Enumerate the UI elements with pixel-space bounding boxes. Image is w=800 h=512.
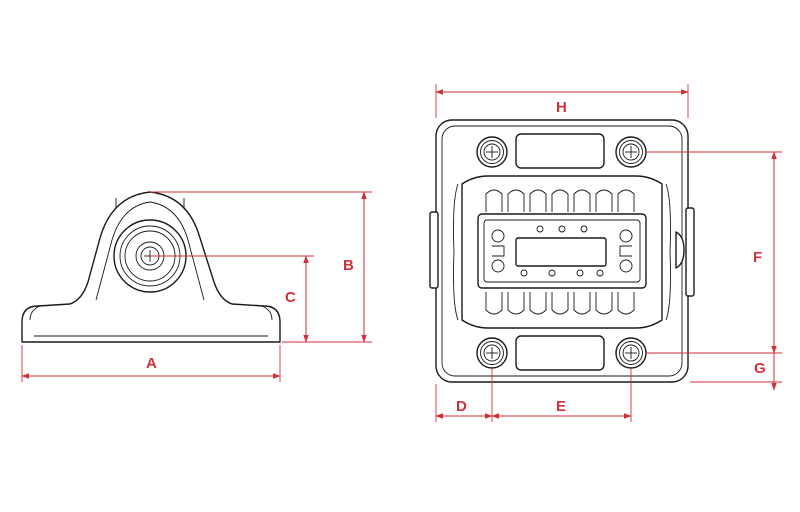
- dimension-f: F: [646, 151, 782, 354]
- dimension-label-h: H: [556, 99, 567, 116]
- bolt-bottom-left: [476, 337, 508, 369]
- side-view: [21, 191, 281, 343]
- dimension-label-e: E: [556, 398, 566, 415]
- dimension-e: E: [491, 368, 632, 422]
- bolt-top-left: [476, 136, 508, 168]
- dimension-label-g: G: [754, 360, 766, 377]
- dimension-label-c: C: [285, 289, 296, 306]
- dimension-a: A: [21, 345, 281, 382]
- bolt-bottom-right: [615, 337, 647, 369]
- dimension-label-a: A: [146, 355, 157, 372]
- dimension-d: D: [435, 368, 493, 422]
- slot-bottom: [515, 335, 605, 371]
- dimension-label-b: B: [343, 257, 354, 274]
- dimension-label-f: F: [753, 249, 762, 266]
- dimension-g: G: [690, 353, 782, 391]
- top-view: [429, 119, 695, 383]
- slot-top: [515, 133, 605, 169]
- dimension-b: B: [150, 191, 372, 343]
- side-tab-right: [685, 207, 695, 297]
- dimension-h: H: [435, 84, 689, 118]
- dimension-label-d: D: [456, 398, 467, 415]
- bolt-top-right: [615, 136, 647, 168]
- connector-window: [515, 237, 607, 267]
- dimension-c: C: [150, 255, 314, 343]
- side-tab-left: [429, 211, 439, 289]
